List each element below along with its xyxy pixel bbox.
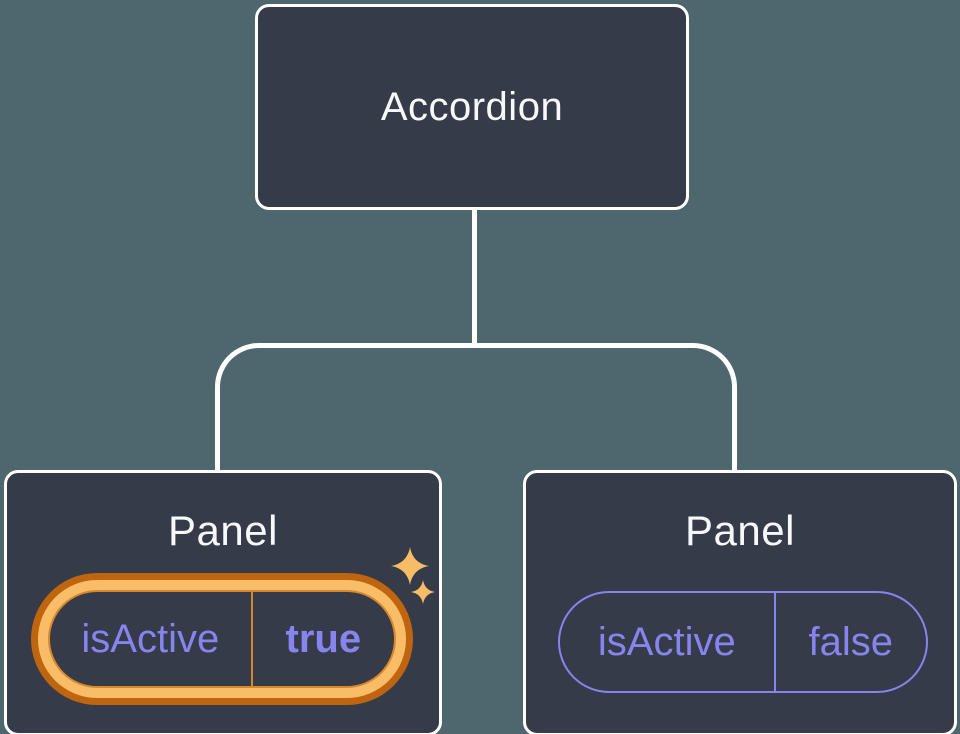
state-pill-active-glow-band: isActive true: [38, 580, 406, 698]
state-value: false: [808, 619, 894, 664]
panel-label: Panel: [685, 507, 795, 554]
connector-branch: [215, 343, 737, 473]
state-name: isActive: [50, 592, 253, 686]
state-pill-active: isActive true: [48, 590, 396, 688]
sparkle-icon: [411, 580, 435, 604]
accordion-label: Accordion: [380, 84, 564, 129]
state-value: true: [285, 616, 362, 661]
connector-root-to-children: [472, 208, 477, 348]
state-name: isActive: [560, 593, 776, 691]
sparkle-icon: [391, 547, 429, 585]
state-pill-inactive: isActive false: [558, 591, 928, 693]
component-box-panel-inactive: Panel isActive false: [523, 470, 957, 734]
component-box-accordion: Accordion: [255, 4, 689, 210]
panel-label: Panel: [168, 507, 278, 554]
state-pill-active-highlight-ring: isActive true: [31, 573, 413, 705]
component-box-panel-active: Panel isActive true: [4, 470, 442, 734]
